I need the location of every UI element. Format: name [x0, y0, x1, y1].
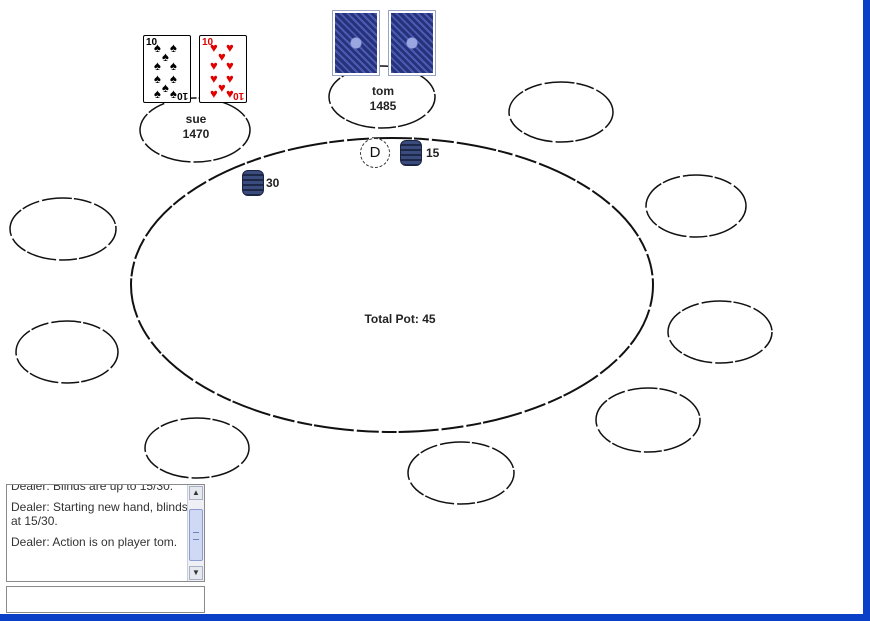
player-name: tom [372, 84, 394, 98]
player-seat-tom[interactable]: tom 1485 [333, 84, 433, 114]
card-back-icon [332, 10, 380, 76]
spade-icon: ♠ [170, 71, 177, 86]
bet-amount-sue: 30 [266, 176, 280, 190]
scroll-up-button[interactable]: ▲ [189, 486, 203, 500]
window-frame-bottom [0, 614, 870, 621]
seat-3-oval[interactable] [508, 81, 614, 143]
seat-4-oval[interactable] [645, 174, 747, 238]
chat-scrollbar[interactable]: ▲ ▼ [187, 485, 204, 581]
chip-stack-icon [400, 140, 422, 166]
hole-card-ten-of-spades: 10 10 ♠ ♠ ♠ ♠ ♠ ♠ ♠ ♠ ♠ ♠ [143, 35, 191, 103]
grip-icon [193, 532, 199, 540]
seat-6-oval[interactable] [595, 387, 701, 453]
heart-icon: ♥ [226, 40, 234, 55]
seat-8-oval[interactable] [144, 417, 250, 479]
player-chips: 1470 [182, 127, 210, 141]
seat-1-oval[interactable] [139, 97, 251, 163]
table-oval [130, 137, 654, 433]
spade-icon: ♠ [170, 86, 177, 101]
spade-icon: ♠ [162, 80, 169, 95]
spade-icon: ♠ [162, 49, 169, 64]
chat-line: Dealer: Action is on player tom. [11, 535, 178, 549]
seat-7-oval[interactable] [407, 441, 515, 505]
player-chips: 1485 [369, 99, 397, 113]
seat-10-oval[interactable] [9, 197, 117, 261]
hole-card-ten-of-hearts: 10 10 ♥ ♥ ♥ ♥ ♥ ♥ ♥ ♥ ♥ ♥ [199, 35, 247, 103]
spade-icon: ♠ [154, 71, 161, 86]
chat-line: Dealer: Starting new hand, blinds at 15/… [11, 500, 188, 528]
chat-lines: Dealer: Blinds are up to 15/30. Dealer: … [11, 484, 189, 556]
heart-icon: ♥ [210, 71, 218, 86]
bet-amount-tom: 15 [426, 146, 440, 160]
heart-icon: ♥ [226, 71, 234, 86]
heart-icon: ♥ [210, 58, 218, 73]
scroll-thumb[interactable] [189, 509, 203, 561]
heart-icon: ♥ [218, 49, 226, 64]
total-pot-label: Total Pot: 45 [364, 312, 436, 326]
spade-icon: ♠ [170, 58, 177, 73]
heart-icon: ♥ [210, 40, 218, 55]
heart-icon: ♥ [218, 80, 226, 95]
spade-icon: ♠ [154, 86, 161, 101]
seat-9-oval[interactable] [15, 320, 119, 384]
dealer-button: D [360, 138, 390, 168]
scroll-down-button[interactable]: ▼ [189, 566, 203, 580]
chip-stack-icon [242, 170, 264, 196]
chat-line: Dealer: Blinds are up to 15/30. [11, 484, 174, 493]
card-rank: 10 [202, 37, 214, 48]
seat-2-oval[interactable] [328, 65, 436, 129]
card-back-icon [388, 10, 436, 76]
heart-icon: ♥ [226, 86, 234, 101]
card-rank: 10 [146, 37, 158, 48]
spade-icon: ♠ [170, 40, 177, 55]
heart-icon: ♥ [210, 86, 218, 101]
chat-log[interactable]: Dealer: Blinds are up to 15/30. Dealer: … [6, 484, 205, 582]
card-rank-bottom: 10 [176, 90, 188, 101]
player-name: sue [185, 112, 207, 126]
player-seat-sue[interactable]: sue 1470 [146, 112, 246, 142]
card-rank-bottom: 10 [232, 90, 244, 101]
chat-input[interactable] [6, 586, 205, 613]
spade-icon: ♠ [154, 40, 161, 55]
heart-icon: ♥ [226, 58, 234, 73]
window-frame-right [863, 0, 870, 621]
seat-5-oval[interactable] [667, 300, 773, 364]
spade-icon: ♠ [154, 58, 161, 73]
